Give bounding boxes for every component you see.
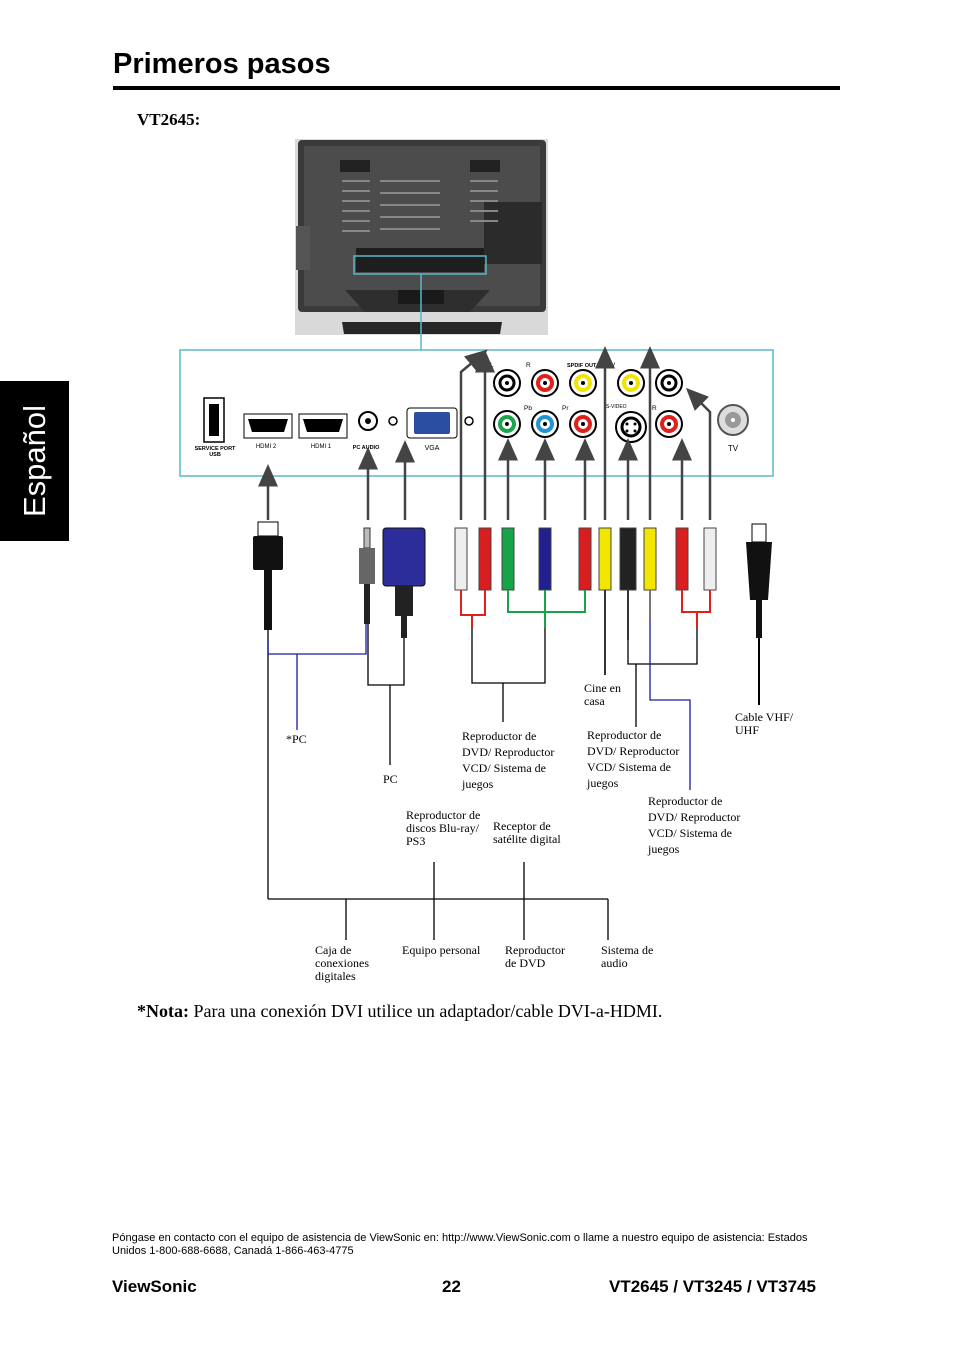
av-label: AV	[607, 362, 616, 369]
set-top-box-label: Caja de conexiones digitales	[315, 943, 369, 983]
title-rule	[113, 86, 840, 90]
cable-lines	[460, 590, 760, 705]
r-top-label: R	[526, 362, 531, 369]
home-theater-label: Cine en casa	[584, 681, 621, 708]
pc-audio-label: PC AUDIO	[353, 445, 380, 451]
hdmi-plug	[253, 521, 283, 630]
note: *Nota: Para una conexión DVI utilice un …	[137, 1001, 662, 1022]
audio-system-label: Sistema de audio	[601, 943, 654, 970]
dvd-player-label-2: Reproductor de DVD/ Reproductor VCD/ Sis…	[587, 728, 680, 790]
note-prefix: *Nota:	[137, 1001, 189, 1021]
cable-arrows	[258, 346, 712, 520]
coax-plug	[746, 523, 772, 638]
tv-antenna-port	[717, 404, 749, 436]
footer-models: VT2645 / VT3245 / VT3745	[609, 1277, 816, 1296]
vga-plug	[382, 527, 426, 638]
page-title: Primeros pasos	[113, 48, 331, 80]
vga-label: VGA	[425, 445, 440, 452]
pc-label: PC	[383, 772, 398, 786]
hdmi2-port	[243, 413, 293, 439]
model-heading: VT2645:	[137, 110, 201, 129]
satellite-label: Receptor de satélite digital	[493, 819, 561, 846]
l-top-label: L	[490, 362, 494, 369]
note-text: Para una conexión DVI utilice un adaptad…	[189, 1001, 663, 1021]
l-av-label: L	[653, 362, 657, 369]
hdmi1-label: HDMI 1	[311, 444, 332, 450]
personal-computer-label: Equipo personal	[402, 943, 481, 957]
tv-label: TV	[728, 444, 739, 453]
hdmi2-label: HDMI 2	[256, 444, 277, 450]
cable-label: Cable VHF/ UHF	[735, 710, 794, 737]
support-contact: Póngase en contacto con el equipo de asi…	[112, 1232, 808, 1257]
dvd-player-label-1: Reproductor de DVD/ Reproductor VCD/ Sis…	[462, 729, 555, 791]
svideo-label: S-VIDEO	[606, 404, 627, 410]
spdif-label: SPDIF OUT	[567, 363, 597, 369]
footer-brand: ViewSonic	[112, 1277, 197, 1296]
dvd-player-label-3: Reproductor de DVD/ Reproductor VCD/ Sis…	[648, 794, 741, 856]
bluray-label: Reproductor de discos Blu-ray/ PS3	[406, 808, 481, 848]
rca-plugs	[454, 527, 717, 591]
audio-plug	[359, 527, 375, 624]
hdmi1-port	[298, 413, 348, 439]
pb-label: Pb	[524, 405, 532, 412]
connector-panel	[179, 349, 774, 477]
language-tab: Español	[0, 381, 69, 541]
dvd-label: Reproductor de DVD	[505, 943, 565, 970]
blue-connector-lines	[267, 620, 691, 790]
pc-star-label: *PC	[286, 732, 307, 746]
pc-audio-port	[358, 411, 398, 431]
vga-port	[406, 407, 474, 439]
r-av-label: R	[652, 405, 657, 412]
usb-port	[203, 397, 225, 443]
connector-lines	[267, 624, 698, 940]
rca-jacks	[493, 369, 683, 443]
page-number: 22	[442, 1277, 461, 1296]
pr-label: Pr	[562, 405, 569, 412]
